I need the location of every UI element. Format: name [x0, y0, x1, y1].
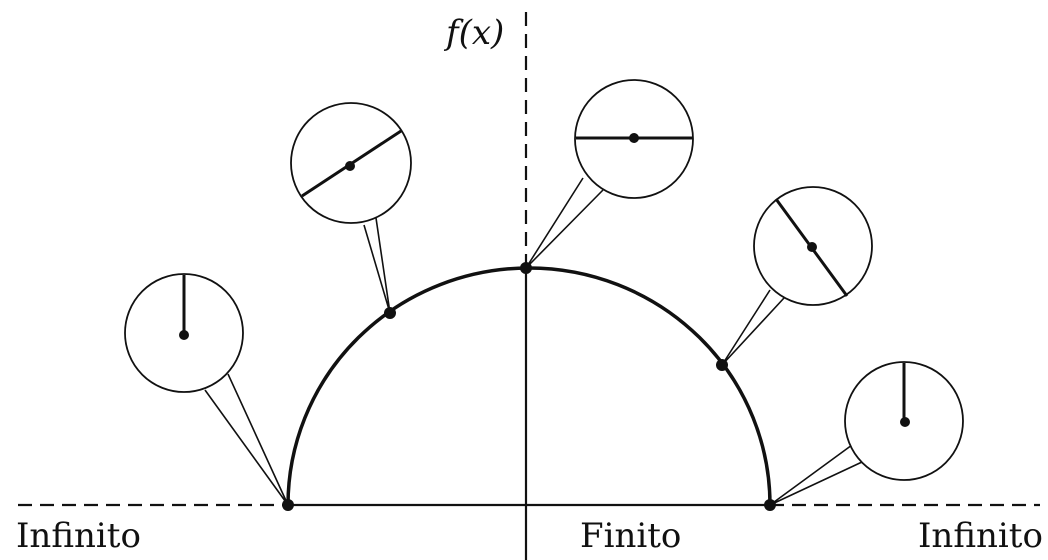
tangent-point: [900, 417, 910, 427]
y-axis-label: f(x): [443, 13, 504, 53]
curve-point-right-base: [764, 499, 776, 511]
callout-left-mid: [290, 102, 412, 314]
callout-left-base: [124, 273, 289, 506]
curve-point-left-base: [282, 499, 294, 511]
center-region-label: Finito: [580, 516, 681, 556]
curve-point-right-mid: [716, 359, 728, 371]
semicircle-curve: [286, 266, 772, 506]
tangent-point: [345, 161, 355, 171]
callout-right-mid: [721, 186, 873, 366]
callout-pointer: [363, 217, 391, 314]
curve-point-left-mid: [384, 307, 396, 319]
tangent-point: [807, 242, 817, 252]
callout-right-base: [769, 361, 964, 506]
right-region-label: Infinito: [918, 516, 1043, 556]
curve-points: [282, 262, 776, 511]
callout-pointer: [204, 373, 289, 506]
tangent-point: [629, 133, 639, 143]
tangent-point: [179, 330, 189, 340]
callout-pointer: [721, 289, 785, 366]
left-region-label: Infinito: [16, 516, 141, 556]
curve-point-top: [520, 262, 532, 274]
callout-pointer: [769, 444, 863, 506]
callout-top: [525, 79, 694, 269]
callout-pointer: [525, 177, 604, 269]
